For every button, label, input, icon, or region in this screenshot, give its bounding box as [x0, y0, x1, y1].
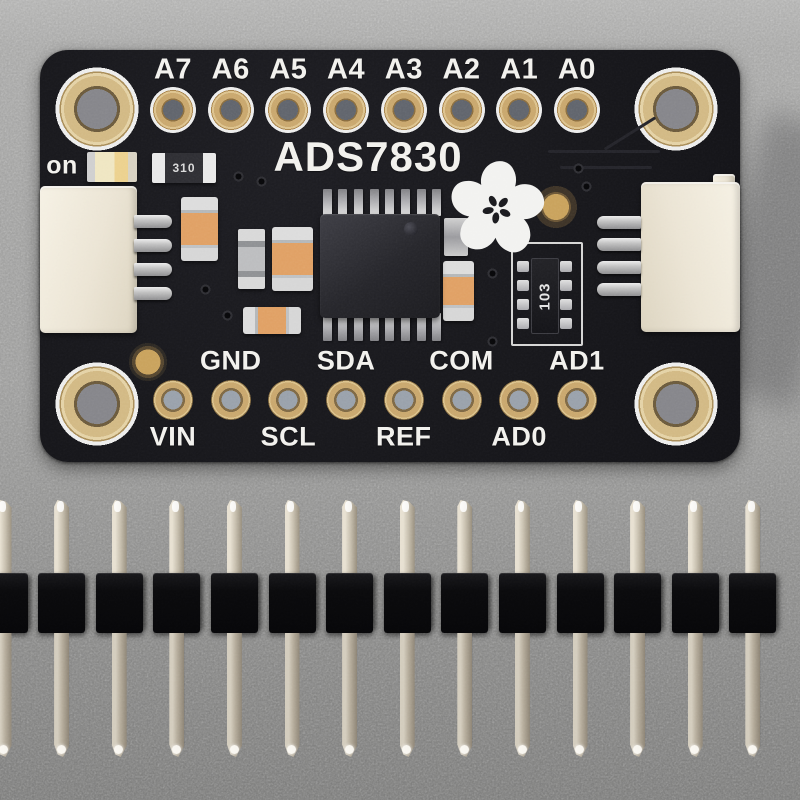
- network-pad: [560, 261, 572, 272]
- analog-hole-A2: [438, 87, 485, 133]
- connector-pin: [597, 238, 641, 251]
- mounting-hole-bottom-left: [55, 362, 139, 446]
- via: [573, 163, 584, 174]
- resistor-network-103: 103: [531, 258, 559, 334]
- chip-pin1-dimple: [404, 222, 418, 236]
- network-pad: [517, 318, 529, 329]
- resistor-310: 310: [152, 153, 216, 183]
- stemma-qt-connector-left: [40, 186, 137, 333]
- analog-hole-A3: [380, 87, 427, 133]
- io-hole-5: [441, 380, 482, 420]
- analog-hole-A0: [553, 87, 600, 133]
- mounting-hole-top-left: [55, 67, 139, 151]
- connector-pin: [134, 263, 172, 276]
- ic-lead: [353, 189, 363, 216]
- label-SDA: SDA: [316, 345, 376, 376]
- io-hole-0: [153, 380, 193, 420]
- capacitor: [443, 261, 474, 321]
- board-title: ADS7830: [273, 133, 463, 180]
- via: [222, 310, 233, 321]
- label-REF: REF: [376, 421, 432, 452]
- network-pad: [517, 280, 529, 291]
- connector-pin: [597, 216, 641, 229]
- label-A1: A1: [500, 53, 539, 86]
- gold-via: [128, 342, 168, 382]
- label-A3: A3: [384, 53, 423, 86]
- label-A7: A7: [153, 53, 193, 86]
- power-led: [87, 152, 137, 182]
- capacitor: [243, 307, 301, 334]
- analog-hole-A6: [207, 87, 254, 133]
- ic-lead: [369, 189, 379, 216]
- via: [200, 284, 211, 295]
- ic-lead: [432, 189, 442, 216]
- via: [487, 268, 498, 279]
- mounting-hole-bottom-right: [634, 362, 718, 446]
- network-pad: [560, 280, 572, 291]
- ic-lead: [416, 189, 426, 216]
- io-hole-2: [268, 380, 309, 420]
- label-A2: A2: [442, 53, 481, 86]
- label-A6: A6: [211, 53, 250, 86]
- stemma-qt-connector-right: [641, 182, 740, 332]
- via: [581, 181, 592, 192]
- resistor-network-marking: 103: [536, 281, 554, 311]
- capacitor: [181, 197, 218, 261]
- mounting-hole-top-right: [634, 67, 718, 151]
- label-COM: COM: [429, 345, 494, 376]
- power-on-label: on: [46, 151, 78, 180]
- connector-pin: [134, 215, 172, 228]
- adc-chip: [320, 214, 440, 318]
- network-pad: [517, 299, 529, 310]
- label-SCL: SCL: [260, 421, 317, 452]
- analog-hole-A4: [323, 87, 370, 133]
- ic-lead: [322, 189, 332, 216]
- analog-hole-A1: [496, 87, 543, 133]
- io-hole-4: [383, 380, 424, 420]
- label-AD0: AD0: [491, 421, 547, 452]
- label-GND: GND: [199, 345, 262, 376]
- network-pad: [560, 318, 572, 329]
- ic-lead: [401, 189, 410, 216]
- connector-pin: [134, 287, 172, 300]
- ic-lead: [338, 189, 348, 216]
- ic-lead: [385, 189, 395, 216]
- network-pad: [560, 299, 572, 310]
- label-A0: A0: [557, 53, 596, 86]
- analog-hole-A7: [150, 87, 196, 133]
- connector-pin: [597, 261, 641, 274]
- resistor: [238, 229, 265, 289]
- connector-pin: [134, 239, 172, 252]
- io-hole-1: [210, 380, 251, 420]
- label-A5: A5: [269, 53, 308, 86]
- connector-pin: [597, 283, 641, 296]
- io-hole-7: [556, 380, 597, 420]
- label-A4: A4: [327, 53, 366, 86]
- resistor-marking: 310: [172, 161, 196, 175]
- adafruit-flower-icon: [451, 161, 545, 253]
- capacitor: [272, 227, 313, 291]
- via: [256, 176, 267, 187]
- analog-hole-A5: [265, 87, 312, 133]
- label-VIN: VIN: [149, 421, 197, 452]
- label-AD1: AD1: [549, 345, 605, 376]
- via: [233, 171, 244, 182]
- io-hole-3: [326, 380, 367, 420]
- pcb-trace: [548, 150, 660, 153]
- via: [487, 336, 498, 347]
- io-hole-6: [499, 380, 540, 420]
